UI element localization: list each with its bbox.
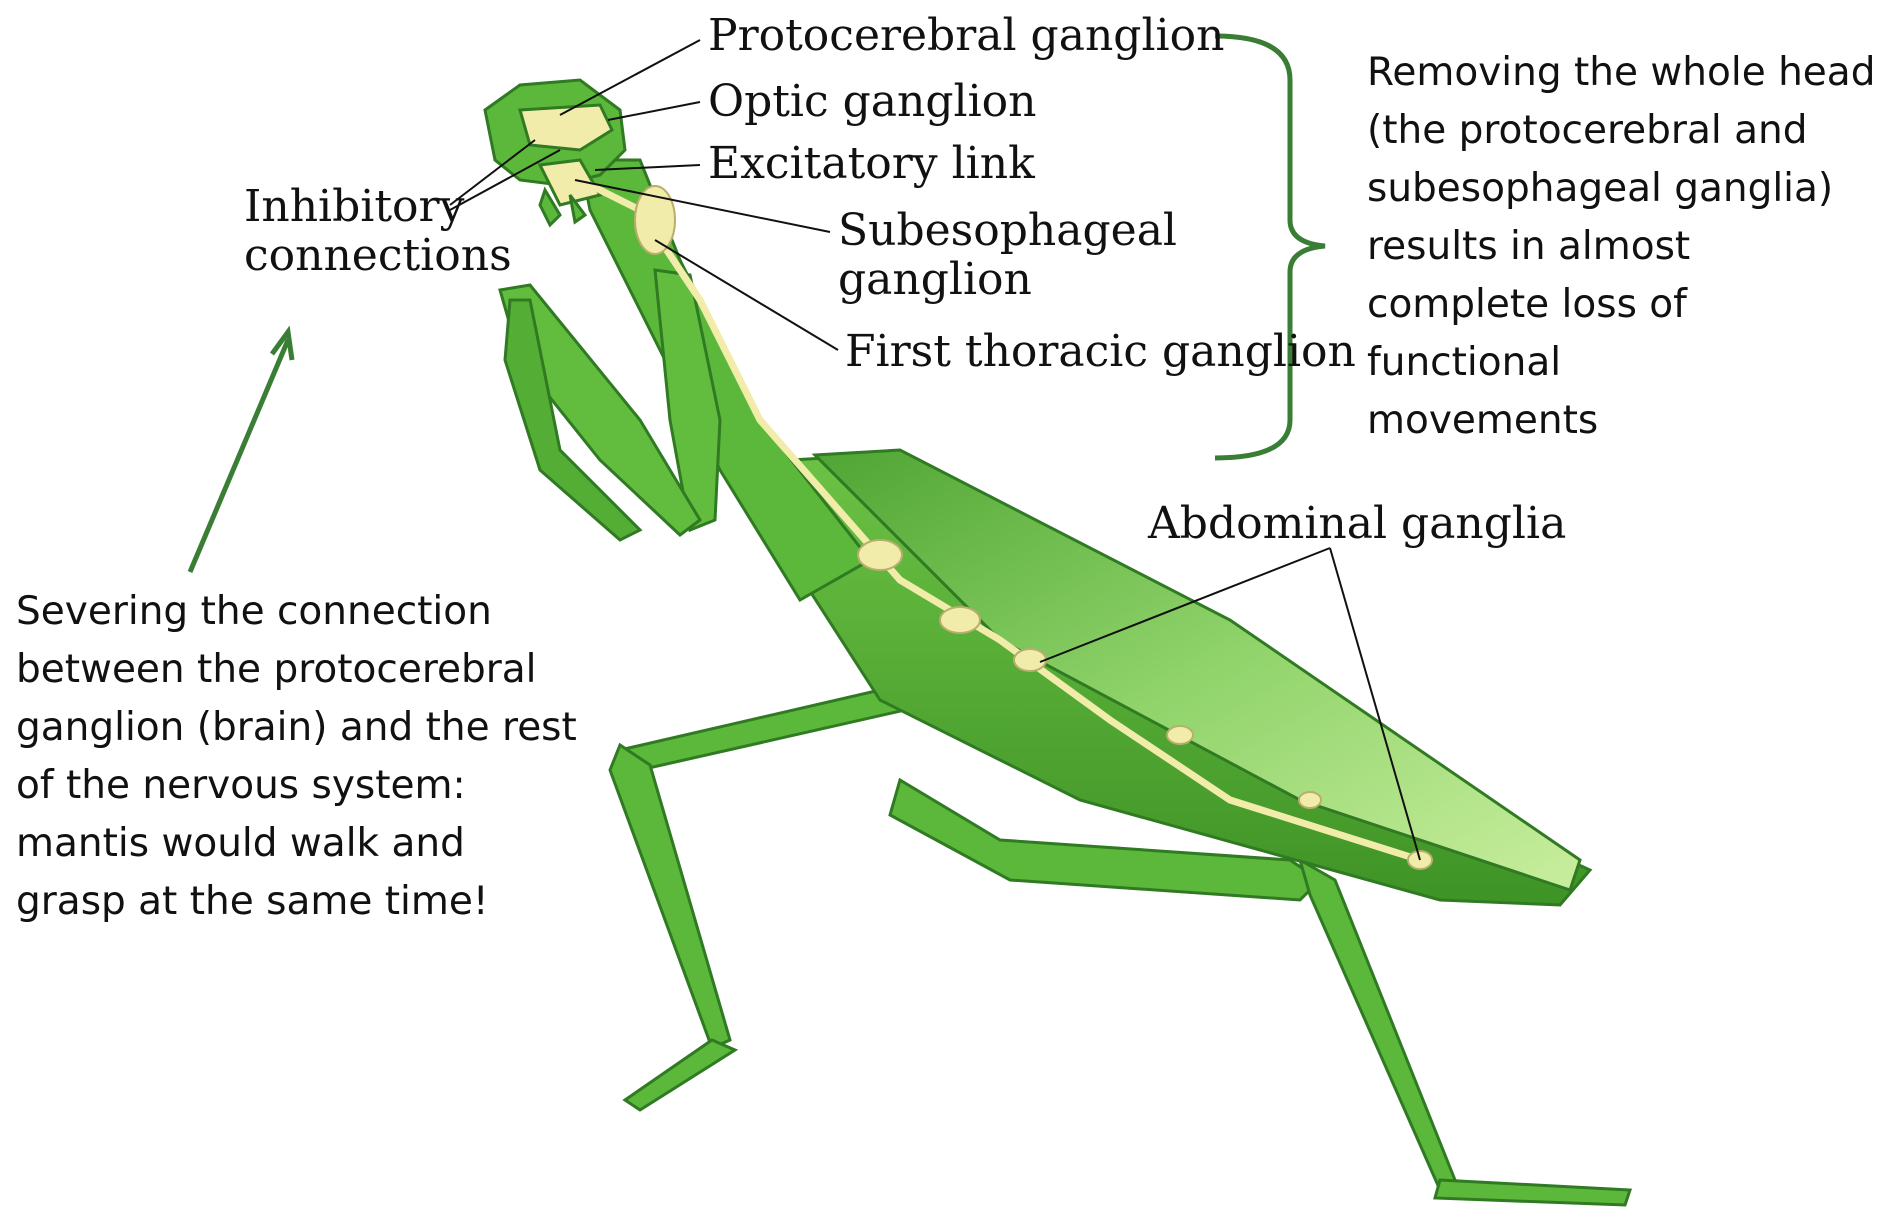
label-excitatory-link: Excitatory link bbox=[708, 140, 1035, 188]
note-head-removal: Removing the whole head (the protocerebr… bbox=[1367, 44, 1877, 450]
middle-leg bbox=[610, 690, 905, 1110]
label-inhibitory-line1: Inhibitory bbox=[244, 183, 464, 231]
abdominal-ganglion bbox=[1299, 792, 1321, 808]
label-abdominal-ganglia: Abdominal ganglia bbox=[1148, 500, 1566, 548]
annotation-arrow bbox=[190, 340, 288, 572]
abdominal-ganglion bbox=[940, 607, 980, 633]
raptorial-foreleg bbox=[500, 270, 720, 540]
label-optic-ganglion: Optic ganglion bbox=[708, 78, 1037, 126]
abdominal-ganglion bbox=[858, 540, 902, 570]
label-inhibitory-line2: connections bbox=[244, 232, 512, 280]
label-subesophageal-line2: ganglion bbox=[838, 256, 1032, 304]
label-subesophageal-line1: Subesophageal bbox=[838, 207, 1177, 255]
label-protocerebral-ganglion: Protocerebral ganglion bbox=[708, 12, 1224, 60]
abdominal-ganglion bbox=[1014, 649, 1046, 671]
note-severing-connection: Severing the connection between the prot… bbox=[16, 583, 606, 931]
label-first-thoracic-ganglion: First thoracic ganglion bbox=[845, 328, 1356, 376]
bracket bbox=[1215, 36, 1325, 458]
abdominal-ganglion bbox=[1167, 726, 1193, 744]
